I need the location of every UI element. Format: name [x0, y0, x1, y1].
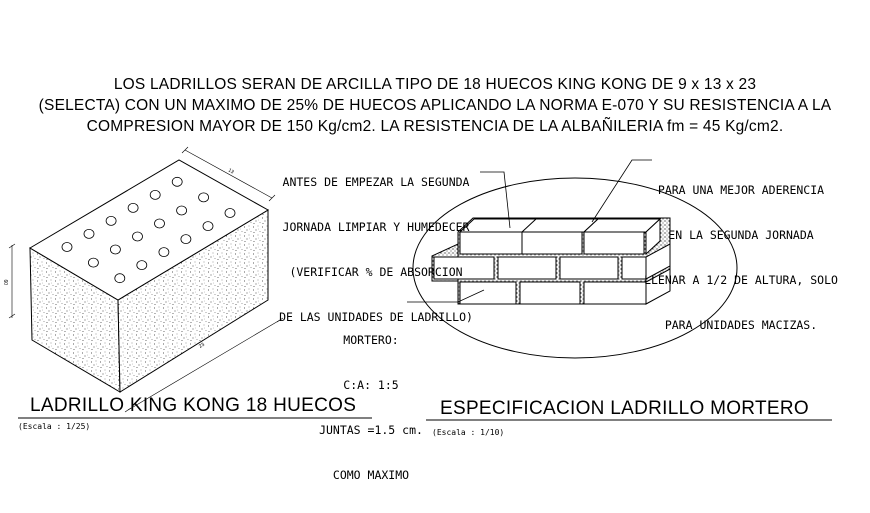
- dim-length-label: 23: [198, 342, 206, 350]
- left-scale: (Escala : 1/25): [18, 422, 91, 431]
- note-adherence: PARA UNA MEJOR ADERENCIA EN LA SEGUNDA J…: [626, 153, 856, 363]
- note-adherence-line: LLENAR A 1/2 DE ALTURA, SOLO: [644, 273, 838, 287]
- note-moisten-line: (VERIFICAR % DE ABSORCION: [289, 265, 463, 279]
- brick-hole: [158, 247, 170, 258]
- detail-ellipse: [412, 177, 738, 359]
- brick-hole: [61, 242, 73, 252]
- brick-hole: [154, 218, 165, 229]
- spec-line-3: COMPRESION MAYOR DE 150 Kg/cm2. LA RESIS…: [86, 118, 784, 135]
- wall-bricks: [433, 217, 671, 305]
- wall-brick: [497, 256, 557, 280]
- wall-brick: [519, 281, 581, 305]
- drawing-sheet: LOS LADRILLOS SERAN DE ARCILLA TIPO DE 1…: [4, 76, 856, 482]
- brick-hole: [136, 260, 148, 271]
- note-mortar-line: C:A: 1:5: [343, 378, 399, 392]
- right-title: ESPECIFICACION LADRILLO MORTERO: [440, 398, 809, 419]
- leader-lines: [407, 159, 652, 303]
- brick-holes: [61, 176, 236, 284]
- brick-hole: [114, 273, 126, 284]
- brick-hole: [176, 205, 188, 216]
- wall-brick-side: [645, 217, 661, 256]
- brick-hole: [127, 202, 139, 213]
- brick-hole: [105, 215, 117, 226]
- note-adherence-line: PARA UNIDADES MACIZAS.: [664, 318, 818, 332]
- brick-hole: [132, 231, 143, 242]
- wall-brick: [583, 231, 645, 255]
- note-moisten-line: JORNADA LIMPIAR Y HUMEDECER: [282, 220, 470, 234]
- note-moisten-line: ANTES DE EMPEZAR LA SEGUNDA: [282, 175, 470, 189]
- right-scale: (Escala : 1/10): [432, 428, 505, 437]
- note-moisten-line: DE LAS UNIDADES DE LADRILLO): [279, 310, 473, 324]
- brick-hole: [149, 189, 161, 200]
- spec-line-2: (SELECTA) CON UN MAXIMO DE 25% DE HUECOS…: [38, 97, 832, 114]
- note-mortar-line: COMO MAXIMO: [332, 468, 410, 482]
- brick-hole: [198, 192, 210, 203]
- spec-line-1: LOS LADRILLOS SERAN DE ARCILLA TIPO DE 1…: [113, 76, 757, 93]
- note-mortar: MORTERO: C:A: 1:5 JUNTAS =1.5 cm. COMO M…: [296, 303, 446, 513]
- note-adherence-line: EN LA SEGUNDA JORNADA: [668, 228, 814, 242]
- note-mortar-line: MORTERO:: [343, 333, 399, 347]
- dimension-lines: [8, 146, 284, 413]
- brick-hole: [88, 257, 99, 268]
- brick-hole: [180, 234, 192, 245]
- wall-drawing: [412, 177, 738, 359]
- dim-height-label: 09: [4, 279, 10, 285]
- wall-brick: [521, 231, 583, 255]
- brick-hole: [224, 208, 236, 218]
- brick-hole: [110, 244, 121, 255]
- note-moisten: ANTES DE EMPEZAR LA SEGUNDA JORNADA LIMP…: [258, 145, 494, 355]
- wall-brick-side: [645, 243, 671, 280]
- wall-brick: [433, 256, 495, 280]
- left-title: LADRILLO KING KONG 18 HUECOS: [30, 395, 357, 416]
- brick-hole: [83, 228, 95, 239]
- brick-hole: [202, 221, 214, 232]
- note-mortar-line: JUNTAS =1.5 cm.: [319, 423, 423, 437]
- wall-brick-side: [645, 268, 671, 305]
- brick-drawing: [8, 146, 284, 413]
- drawings-svg: 09 23 13: [4, 146, 832, 421]
- brick-hole: [171, 176, 183, 187]
- wall-brick: [459, 281, 517, 305]
- dim-width-label: 13: [227, 168, 235, 176]
- wall-brick: [559, 256, 619, 280]
- note-adherence-line: PARA UNA MEJOR ADERENCIA: [657, 183, 825, 197]
